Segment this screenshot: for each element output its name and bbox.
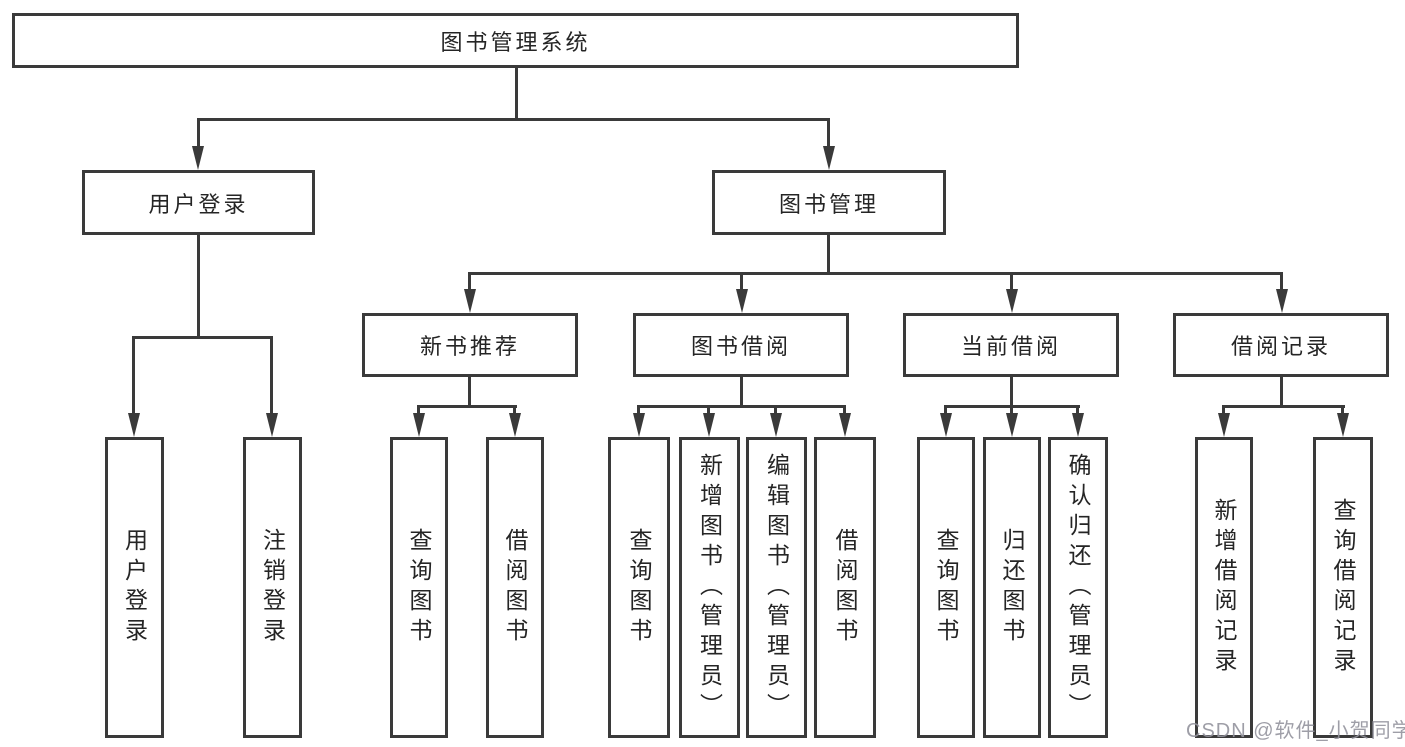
leaf-logout: 注销登录 <box>243 437 302 738</box>
leaf-query-books-borrowing: 查询图书 <box>608 437 670 738</box>
node-book-management: 图书管理 <box>712 170 946 235</box>
leaf-query-books-current: 查询图书 <box>917 437 975 738</box>
leaf-query-books-recommend: 查询图书 <box>390 437 448 738</box>
leaf-borrow-books-recommend-label: 借阅图书 <box>502 527 528 648</box>
connector-records-bar <box>1222 405 1345 408</box>
connector-new-book-stem <box>468 377 471 405</box>
node-book-borrowing-label: 图书借阅 <box>690 334 791 359</box>
connector-drop <box>707 405 710 413</box>
arrow-down-icon <box>633 413 645 437</box>
node-new-book-recommend: 新书推荐 <box>362 313 578 377</box>
arrow-down-icon <box>413 413 425 437</box>
arrow-down-icon <box>770 413 782 437</box>
arrow-down-icon <box>940 413 952 437</box>
arrow-down-icon <box>464 289 476 313</box>
leaf-add-books-admin-label: 新增图书（管理员） <box>696 452 723 723</box>
node-current-borrowing-label: 当前借阅 <box>960 334 1061 359</box>
connector-user-login-stem <box>197 235 200 336</box>
connector-level1-bar <box>197 118 830 121</box>
leaf-return-books-label: 归还图书 <box>999 527 1025 648</box>
node-book-management-label: 图书管理 <box>778 191 879 217</box>
connector-level2-bar <box>468 272 1283 275</box>
connector-drop <box>944 405 947 413</box>
connector-records-stem <box>1280 377 1283 405</box>
connector-drop-leaf-login <box>132 336 135 413</box>
node-borrowing-records: 借阅记录 <box>1173 313 1389 377</box>
arrow-down-icon <box>839 413 851 437</box>
arrow-down-icon <box>128 413 140 437</box>
leaf-return-books: 归还图书 <box>983 437 1041 738</box>
node-user-login-label: 用户登录 <box>148 191 249 217</box>
node-current-borrowing: 当前借阅 <box>903 313 1119 377</box>
connector-drop <box>637 405 640 413</box>
arrow-down-icon <box>823 146 835 170</box>
leaf-add-books-admin: 新增图书（管理员） <box>679 437 740 738</box>
leaf-query-books-current-label: 查询图书 <box>933 527 959 648</box>
connector-drop-current-borrow <box>1010 272 1013 289</box>
connector-drop <box>1341 405 1344 413</box>
connector-book-mgmt-stem <box>827 235 830 272</box>
arrow-down-icon <box>266 413 278 437</box>
leaf-confirm-return-admin-label: 确认归还（管理员） <box>1065 452 1091 723</box>
leaf-query-books-recommend-label: 查询图书 <box>406 527 432 648</box>
connector-drop <box>417 405 420 413</box>
node-user-login: 用户登录 <box>82 170 315 235</box>
arrow-down-icon <box>703 413 715 437</box>
node-root-label: 图书管理系统 <box>440 29 591 55</box>
connector-drop <box>774 405 777 413</box>
leaf-logout-label: 注销登录 <box>259 527 286 648</box>
arrow-down-icon <box>509 413 521 437</box>
csdn-watermark: CSDN @软件_小贺同学 <box>1186 720 1405 742</box>
arrow-down-icon <box>1006 413 1018 437</box>
connector-drop-book-mgmt <box>827 118 830 146</box>
node-root: 图书管理系统 <box>12 13 1019 68</box>
leaf-add-borrow-record-label: 新增借阅记录 <box>1211 497 1237 678</box>
leaf-edit-books-admin: 编辑图书（管理员） <box>746 437 807 738</box>
leaf-edit-books-admin-label: 编辑图书（管理员） <box>763 452 790 723</box>
connector-book-borrow-stem <box>740 377 743 405</box>
connector-drop <box>1010 405 1013 413</box>
leaf-query-books-borrowing-label: 查询图书 <box>626 527 652 648</box>
connector-drop-leaf-logout <box>270 336 273 413</box>
arrow-down-icon <box>1006 289 1018 313</box>
leaf-query-borrow-record: 查询借阅记录 <box>1313 437 1373 738</box>
leaf-borrow-books-borrowing-label: 借阅图书 <box>832 527 858 648</box>
connector-drop-records <box>1280 272 1283 289</box>
node-book-borrowing: 图书借阅 <box>633 313 849 377</box>
node-new-book-recommend-label: 新书推荐 <box>419 334 520 359</box>
leaf-borrow-books-borrowing: 借阅图书 <box>814 437 876 738</box>
connector-current-borrow-stem <box>1010 377 1013 405</box>
connector-drop <box>843 405 846 413</box>
arrow-down-icon <box>736 289 748 313</box>
leaf-confirm-return-admin: 确认归还（管理员） <box>1048 437 1108 738</box>
connector-root-stem <box>515 68 518 118</box>
connector-drop <box>1222 405 1225 413</box>
leaf-query-borrow-record-label: 查询借阅记录 <box>1330 497 1356 678</box>
connector-drop-user-login <box>197 118 200 146</box>
connector-drop-book-borrow <box>740 272 743 289</box>
connector-book-borrow-bar <box>637 405 846 408</box>
leaf-borrow-books-recommend: 借阅图书 <box>486 437 544 738</box>
connector-drop-new-book <box>468 272 471 289</box>
connector-drop <box>513 405 516 413</box>
connector-new-book-bar <box>417 405 517 408</box>
node-borrowing-records-label: 借阅记录 <box>1230 334 1331 359</box>
connector-drop <box>1076 405 1079 413</box>
leaf-add-borrow-record: 新增借阅记录 <box>1195 437 1253 738</box>
arrow-down-icon <box>192 146 204 170</box>
connector-user-login-bar <box>132 336 273 339</box>
arrow-down-icon <box>1218 413 1230 437</box>
arrow-down-icon <box>1337 413 1349 437</box>
arrow-down-icon <box>1072 413 1084 437</box>
leaf-user-login: 用户登录 <box>105 437 164 738</box>
leaf-user-login-label: 用户登录 <box>121 527 148 648</box>
arrow-down-icon <box>1276 289 1288 313</box>
